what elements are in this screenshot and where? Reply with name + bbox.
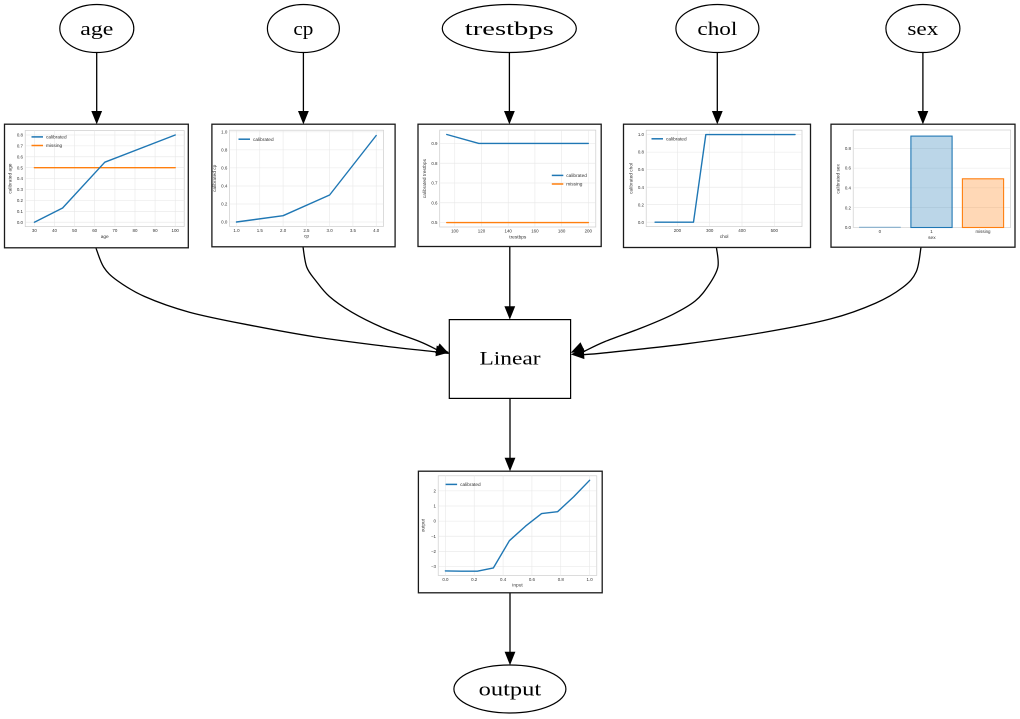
svg-text:180: 180 [558,228,566,233]
svg-text:0.8: 0.8 [221,148,228,153]
svg-text:0.4: 0.4 [221,184,228,189]
svg-text:100: 100 [171,228,179,233]
svg-text:0.2: 0.2 [638,202,645,207]
svg-text:0.6: 0.6 [17,154,24,159]
svg-text:50: 50 [72,228,77,233]
svg-text:70: 70 [112,228,117,233]
svg-text:3.0: 3.0 [327,228,334,233]
svg-text:1: 1 [434,504,437,509]
svg-text:0.6: 0.6 [529,577,536,582]
svg-text:calibrated: calibrated [253,137,274,143]
svg-text:calibrated sex: calibrated sex [836,163,842,193]
svg-text:age: age [101,235,109,240]
svg-text:calibrated cp: calibrated cp [212,164,218,192]
svg-text:−1: −1 [431,534,437,539]
svg-text:calibrated: calibrated [666,137,687,143]
svg-text:0.0: 0.0 [638,220,645,225]
svg-text:calibrated: calibrated [460,482,481,488]
svg-text:1.0: 1.0 [221,130,228,135]
svg-text:0.4: 0.4 [17,176,24,181]
svg-text:2.0: 2.0 [280,228,287,233]
svg-text:0.9: 0.9 [431,141,438,146]
svg-text:chol: chol [697,19,737,40]
svg-text:30: 30 [32,228,37,233]
svg-text:missing: missing [975,229,991,234]
svg-text:0.2: 0.2 [471,577,478,582]
svg-text:80: 80 [133,228,138,233]
svg-text:chol: chol [720,234,729,240]
svg-text:160: 160 [531,228,539,233]
svg-text:300: 300 [706,228,714,233]
svg-text:120: 120 [478,228,486,233]
svg-text:0.1: 0.1 [17,209,24,214]
svg-text:output: output [421,518,427,532]
svg-text:0.4: 0.4 [500,577,507,582]
svg-text:cp: cp [293,19,313,40]
svg-text:age: age [80,19,113,40]
svg-text:1.0: 1.0 [233,228,240,233]
svg-text:cp: cp [304,235,309,240]
svg-text:60: 60 [92,228,97,233]
svg-text:200: 200 [674,228,682,233]
svg-text:500: 500 [771,228,779,233]
svg-text:calibrated trestbps: calibrated trestbps [422,158,428,198]
svg-text:0.4: 0.4 [638,185,645,190]
svg-text:0.8: 0.8 [17,133,24,138]
svg-text:0: 0 [434,519,437,524]
svg-text:0.6: 0.6 [221,166,228,171]
svg-text:0.8: 0.8 [638,150,645,155]
svg-text:trestbps: trestbps [509,234,527,240]
svg-text:−3: −3 [431,564,437,569]
svg-text:0.7: 0.7 [17,144,24,149]
svg-text:0.8: 0.8 [558,577,565,582]
svg-text:input: input [512,583,523,589]
svg-text:140: 140 [504,228,512,233]
svg-text:calibrated: calibrated [566,173,587,179]
svg-text:0.0: 0.0 [845,225,852,230]
svg-text:Linear: Linear [480,349,542,370]
svg-text:sex: sex [907,19,939,40]
svg-text:missing: missing [46,143,62,149]
svg-text:0.8: 0.8 [431,161,438,166]
svg-text:0.2: 0.2 [17,198,24,203]
svg-text:0.0: 0.0 [442,577,449,582]
svg-text:0.6: 0.6 [638,167,645,172]
svg-text:4.0: 4.0 [373,228,380,233]
svg-text:0.7: 0.7 [431,181,438,186]
svg-text:3.5: 3.5 [350,228,357,233]
svg-text:0: 0 [879,229,882,234]
svg-text:calibrated chol: calibrated chol [629,163,635,194]
svg-text:output: output [479,679,543,700]
svg-text:0.2: 0.2 [221,202,228,207]
svg-text:calibrated age: calibrated age [8,163,14,193]
svg-text:0.6: 0.6 [845,166,852,171]
svg-text:400: 400 [738,228,746,233]
svg-text:missing: missing [566,182,582,188]
svg-text:0.4: 0.4 [845,186,852,191]
svg-text:2: 2 [434,489,437,494]
svg-text:sex: sex [928,236,936,241]
svg-text:100: 100 [451,228,459,233]
svg-text:0.6: 0.6 [431,200,438,205]
svg-text:0.5: 0.5 [17,165,24,170]
svg-text:0.0: 0.0 [17,220,24,225]
svg-text:200: 200 [585,228,593,233]
svg-text:0.0: 0.0 [221,220,228,225]
svg-text:2.5: 2.5 [303,228,310,233]
svg-text:90: 90 [153,228,158,233]
svg-text:0.3: 0.3 [17,187,24,192]
svg-text:40: 40 [52,228,57,233]
svg-text:1.0: 1.0 [638,132,645,137]
svg-text:trestbps: trestbps [465,19,554,40]
svg-text:−2: −2 [431,549,437,554]
svg-text:0.8: 0.8 [845,146,852,151]
svg-text:1.5: 1.5 [257,228,264,233]
svg-text:calibrated: calibrated [46,135,67,141]
svg-text:1: 1 [930,229,933,234]
svg-text:0.2: 0.2 [845,205,852,210]
svg-text:0.5: 0.5 [431,220,438,225]
svg-text:1.0: 1.0 [587,577,594,582]
